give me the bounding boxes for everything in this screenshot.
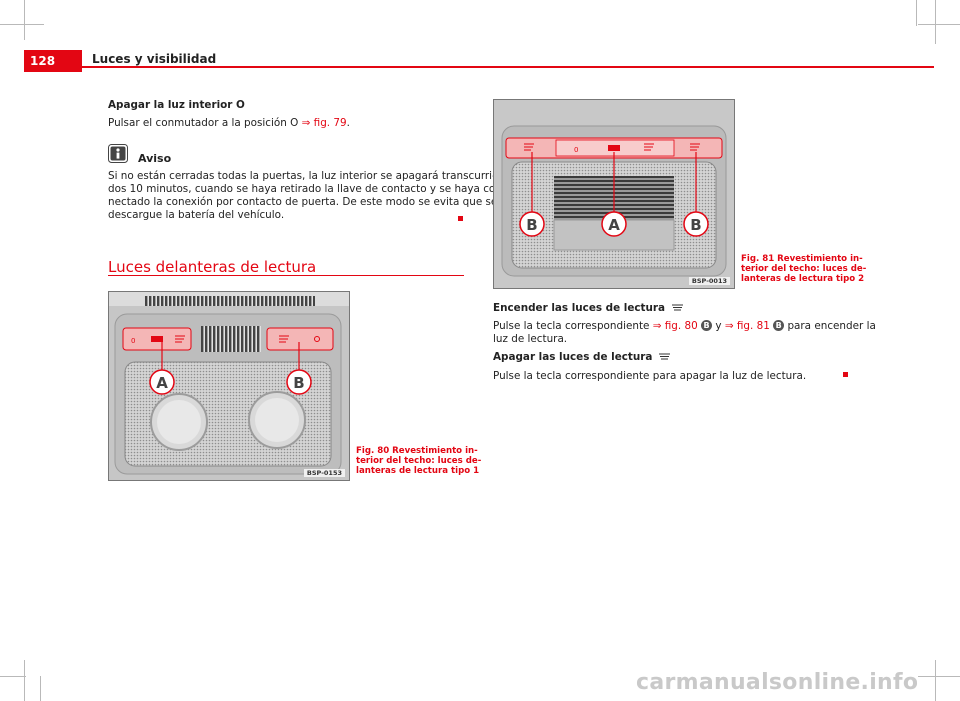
- crop-mark: [918, 676, 960, 677]
- figure-caption: Fig. 80 Revestimiento in-: [356, 446, 478, 456]
- reading-light-icon: [659, 353, 671, 360]
- figure-caption: Fig. 81 Revestimiento in-: [741, 254, 863, 264]
- crop-mark: [935, 660, 936, 701]
- fig81-link[interactable]: ⇒ fig. 81: [724, 320, 770, 332]
- figure-code: BSP-0153: [303, 469, 345, 477]
- end-mark: [843, 372, 848, 377]
- off-title: Apagar la luz interior O: [108, 99, 245, 111]
- crop-mark: [935, 0, 936, 44]
- switch-label-0: 0: [574, 146, 578, 154]
- crop-mark: [0, 676, 26, 677]
- off-reading-title: Apagar las luces de lectura: [493, 351, 671, 364]
- figure-caption: lanteras de lectura tipo 2: [741, 274, 865, 284]
- fig79-link[interactable]: ⇒ fig. 79: [301, 117, 347, 129]
- figure-80: 0 A B BSP-0153: [108, 291, 350, 481]
- info-icon: [108, 144, 128, 163]
- switch-label-0: 0: [131, 337, 135, 345]
- fig80-link[interactable]: ⇒ fig. 80: [652, 320, 698, 332]
- crop-mark: [0, 24, 44, 25]
- figure-caption: terior del techo: luces de-: [356, 456, 482, 466]
- callout-a: A: [608, 216, 620, 234]
- crop-mark: [24, 660, 25, 701]
- note-title: Aviso: [138, 152, 172, 165]
- crop-mark: [918, 24, 960, 25]
- callout-b: B: [293, 374, 304, 392]
- crop-mark: [916, 0, 917, 26]
- header-rule: [82, 66, 934, 68]
- callout-b: B: [526, 216, 537, 234]
- page-number: 128: [24, 50, 82, 72]
- off-text: Pulsar el conmutador a la posición O ⇒ f…: [108, 117, 350, 129]
- chapter-title: Luces y visibilidad: [92, 52, 217, 66]
- note-line: Si no están cerradas todas la puertas, l…: [108, 170, 496, 182]
- on-paragraph: Pulse la tecla correspondiente ⇒ fig. 80…: [493, 320, 876, 332]
- on-paragraph-cont: luz de lectura.: [493, 333, 568, 345]
- callout-badge-b: B: [773, 320, 785, 331]
- end-mark: [458, 216, 463, 221]
- callout-a: A: [156, 374, 168, 392]
- crop-mark: [40, 676, 41, 701]
- note-line: descargue la batería del vehículo.: [108, 209, 285, 221]
- section-title: Luces delanteras de lectura: [108, 258, 317, 276]
- reading-light-icon: [671, 304, 683, 311]
- on-title: Encender las luces de lectura: [493, 302, 684, 315]
- section-rule: [108, 275, 464, 276]
- note-line: dos 10 minutos, cuando se haya retirado …: [108, 183, 500, 195]
- callout-badge-b: B: [701, 320, 713, 331]
- figure-code: BSP-0013: [688, 277, 730, 285]
- note-line: nectado la conexión por contacto de puer…: [108, 196, 498, 208]
- off-reading-text: Pulse la tecla correspondiente para apag…: [493, 370, 807, 382]
- figure-caption: terior del techo: luces de-: [741, 264, 867, 274]
- figure-caption: lanteras de lectura tipo 1: [356, 466, 480, 476]
- watermark: carmanualsonline.info: [636, 670, 919, 695]
- callout-b: B: [690, 216, 701, 234]
- figure-81: 0 B A B BSP-0013: [493, 99, 735, 289]
- crop-mark: [24, 0, 25, 40]
